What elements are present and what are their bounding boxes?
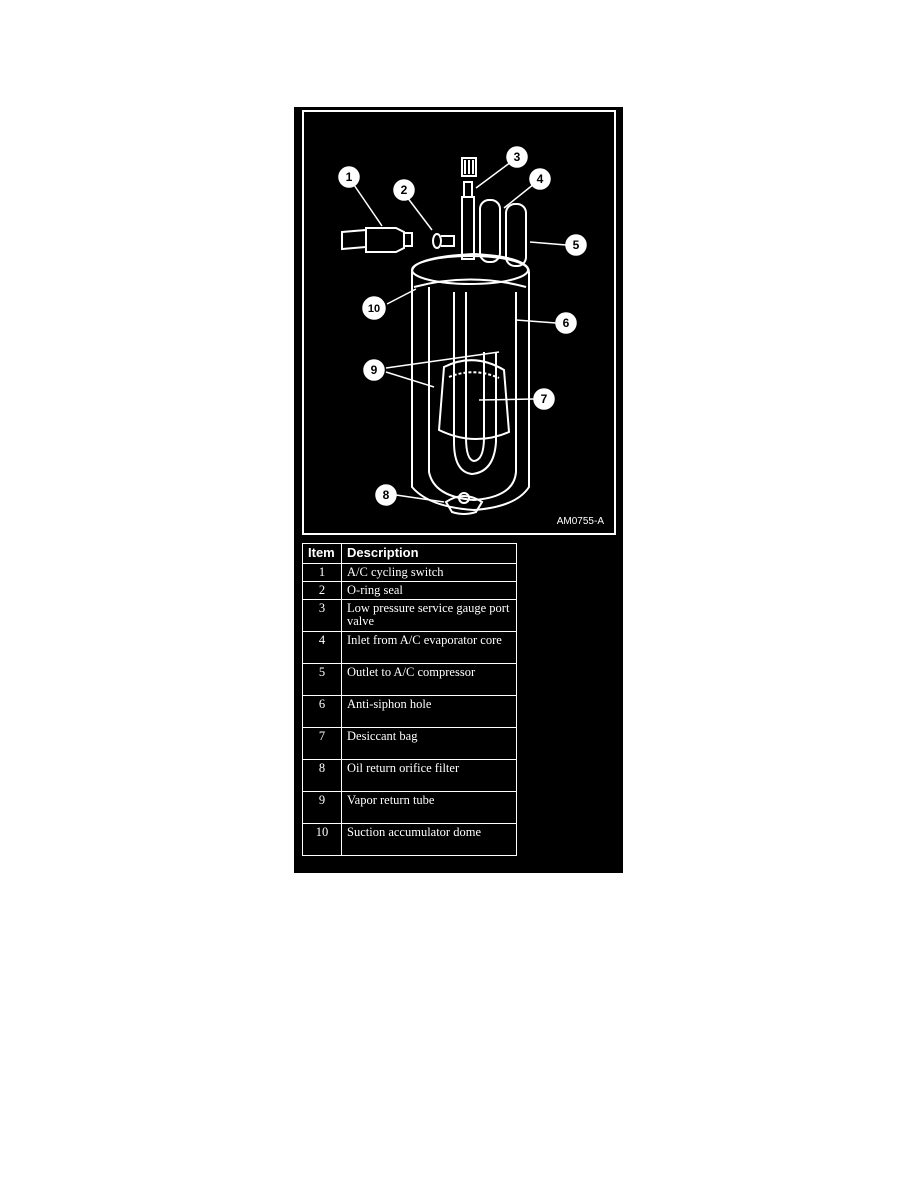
parts-table: Item Description 1 A/C cycling switch 2 …	[302, 543, 517, 856]
item-number: 10	[302, 823, 342, 856]
item-number: 6	[302, 695, 342, 728]
item-description: Suction accumulator dome	[341, 823, 517, 856]
callout-6	[555, 312, 577, 334]
o-ring	[432, 233, 442, 249]
table-row: 3 Low pressure service gauge port valve	[302, 599, 517, 632]
accumulator-dome	[411, 255, 529, 285]
cutaway-edge	[428, 287, 517, 502]
table-row: 4 Inlet from A/C evaporator core	[302, 631, 517, 664]
callout-9	[363, 359, 385, 381]
callout-label: 3	[514, 150, 521, 164]
illustration-panel: 1 2 3 4 5 6 7 8 9 10 AM0755-A Item Descr…	[294, 107, 623, 873]
item-description: Desiccant bag	[341, 727, 517, 760]
table-row: 9 Vapor return tube	[302, 791, 517, 824]
callout-1	[338, 166, 360, 188]
vapor-return-tube	[453, 292, 497, 476]
accumulator-diagram: 1 2 3 4 5 6 7 8 9 10 AM0755-A	[302, 110, 616, 535]
table-row: 6 Anti-siphon hole	[302, 695, 517, 728]
item-description: Inlet from A/C evaporator core	[341, 631, 517, 664]
callout-label: 8	[383, 488, 390, 502]
accumulator-drawing: 1 2 3 4 5 6 7 8 9 10 AM0755-A	[338, 146, 605, 527]
callout-label: 2	[401, 183, 408, 197]
callout-label: 7	[541, 392, 548, 406]
callout-label: 5	[573, 238, 580, 252]
item-number: 9	[302, 791, 342, 824]
port-cap	[461, 157, 477, 177]
callout-8	[375, 484, 397, 506]
outlet-tube	[505, 203, 527, 267]
desiccant-bag	[437, 359, 511, 441]
item-number: 4	[302, 631, 342, 664]
table-row: 2 O-ring seal	[302, 581, 517, 600]
item-description: Vapor return tube	[341, 791, 517, 824]
item-description: Oil return orifice filter	[341, 759, 517, 792]
table-row: 7 Desiccant bag	[302, 727, 517, 760]
callout-label: 6	[563, 316, 570, 330]
callout-label: 1	[346, 170, 353, 184]
callout-2	[393, 179, 415, 201]
callout-label: 4	[537, 172, 544, 186]
service-port	[461, 196, 475, 260]
table-header-row: Item Description	[302, 543, 517, 564]
callout-5	[565, 234, 587, 256]
callout-3	[506, 146, 528, 168]
table-row: 5 Outlet to A/C compressor	[302, 663, 517, 696]
item-description: Low pressure service gauge port valve	[341, 599, 517, 632]
item-description: A/C cycling switch	[341, 563, 517, 582]
table-row: 1 A/C cycling switch	[302, 563, 517, 582]
item-header: Item	[302, 543, 342, 564]
callout-10	[362, 296, 386, 320]
figure-code: AM0755-A	[557, 516, 605, 527]
dome-band	[413, 278, 527, 288]
description-header: Description	[341, 543, 517, 564]
callout-label: 9	[371, 363, 378, 377]
callout-7	[533, 388, 555, 410]
callout-label: 10	[368, 303, 380, 315]
item-number: 5	[302, 663, 342, 696]
item-number: 8	[302, 759, 342, 792]
item-number: 3	[302, 599, 342, 632]
item-description: O-ring seal	[341, 581, 517, 600]
port-valve-stem	[463, 181, 473, 198]
inlet-tube	[479, 199, 501, 263]
item-description: Outlet to A/C compressor	[341, 663, 517, 696]
item-number: 2	[302, 581, 342, 600]
table-row: 10 Suction accumulator dome	[302, 823, 517, 856]
cycling-switch	[341, 228, 367, 251]
item-number: 1	[302, 563, 342, 582]
item-number: 7	[302, 727, 342, 760]
callout-4	[529, 168, 551, 190]
item-description: Anti-siphon hole	[341, 695, 517, 728]
orifice-filter	[444, 495, 484, 515]
table-row: 8 Oil return orifice filter	[302, 759, 517, 792]
